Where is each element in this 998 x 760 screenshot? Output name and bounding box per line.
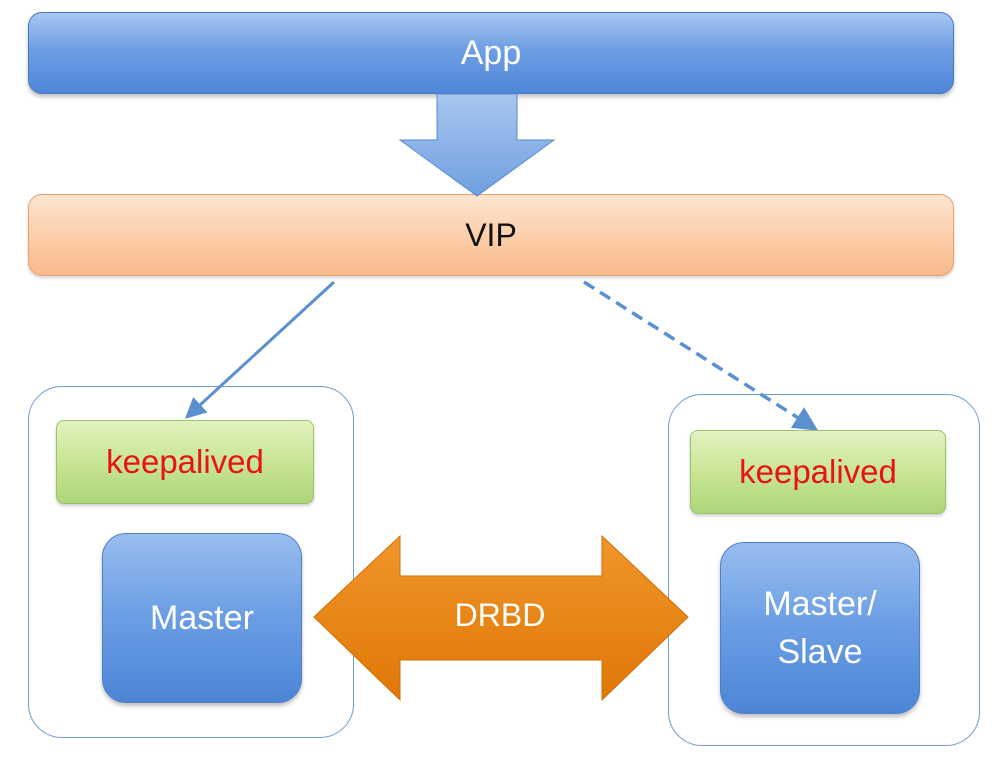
vip-bar: VIP [28, 194, 954, 276]
drbd-label: DRBD [454, 596, 546, 633]
app-to-vip-arrow [398, 93, 556, 197]
app-label: App [460, 33, 522, 72]
vip-to-left-arrow [184, 280, 336, 419]
right-role-line2: Slave [777, 633, 863, 671]
left-keepalived-box: keepalived [56, 420, 314, 504]
app-bar: App [28, 12, 954, 94]
vip-to-right-arrow [583, 280, 819, 431]
left-keepalived-label: keepalived [106, 443, 264, 480]
right-role-label: Master/ Slave [763, 580, 876, 676]
right-keepalived-box: keepalived [690, 430, 946, 514]
right-role-line1: Master/ [763, 585, 877, 623]
drbd-double-arrow [313, 534, 689, 702]
left-master-label: Master [150, 599, 254, 637]
right-master-slave-box: Master/ Slave [720, 542, 920, 714]
right-keepalived-label: keepalived [739, 453, 897, 490]
vip-label: VIP [465, 216, 517, 253]
left-master-box: Master [102, 533, 302, 703]
